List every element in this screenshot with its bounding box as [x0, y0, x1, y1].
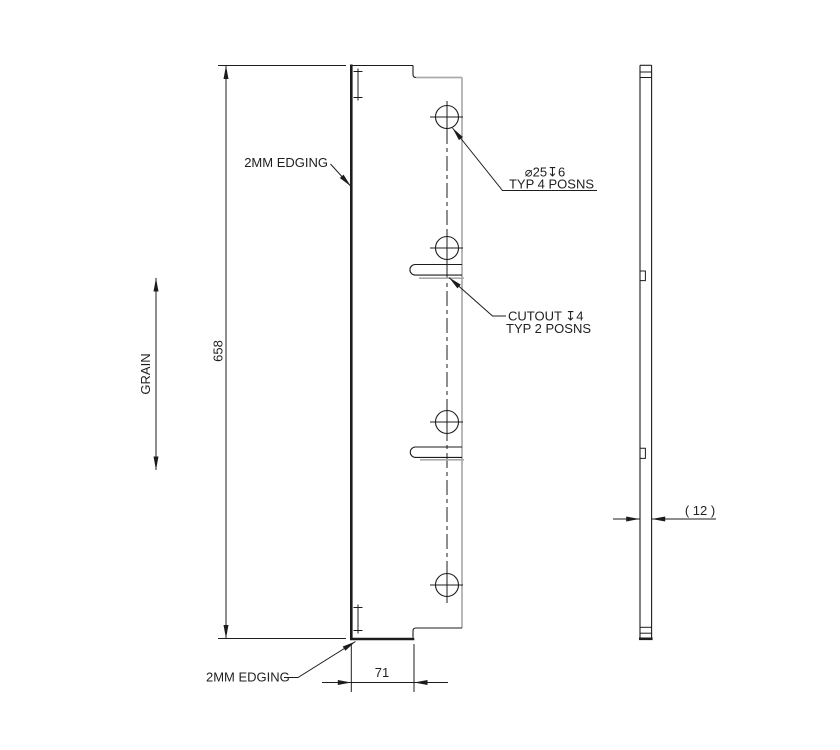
cutout-slots [409, 263, 464, 461]
top-notch-step [412, 65, 417, 79]
leader-line [452, 127, 597, 191]
leader-line [330, 163, 352, 187]
callout-edging-top: 2MM EDGING [244, 155, 352, 187]
cutout-slot [409, 446, 464, 461]
bottom-notch-step [412, 627, 417, 638]
hole [430, 406, 463, 438]
cutout-slot [409, 263, 464, 280]
hole-callout-line1: ⌀25↧6 [525, 165, 565, 180]
edging-bottom-label: 2MM EDGING [206, 670, 290, 685]
front-view [349, 64, 464, 641]
dimension-height: 658 [211, 65, 346, 639]
dimension-width: 71 [322, 644, 448, 692]
position-marker-bottom [353, 604, 363, 634]
thickness-dimension-value: ( 12 ) [685, 503, 715, 518]
holes [430, 101, 463, 601]
callout-holes: ⌀25↧6 TYP 4 POSNS [452, 127, 597, 192]
grain-indicator: GRAIN [138, 278, 159, 470]
leader-line [284, 641, 356, 678]
leader-line [448, 277, 506, 317]
side-view [639, 64, 653, 641]
cutout-callout-line1: CUTOUT ↧4 [508, 309, 583, 324]
cutout-callout-line2: TYP 2 POSNS [506, 321, 591, 336]
side-cutout-notch [640, 447, 646, 459]
grain-label: GRAIN [138, 353, 153, 394]
hole [430, 232, 463, 264]
hole [430, 569, 463, 601]
height-dimension-value: 658 [211, 340, 226, 362]
side-cutout-notch [640, 270, 646, 282]
width-dimension-value: 71 [375, 665, 389, 680]
callout-cutouts: CUTOUT ↧4 TYP 2 POSNS [448, 277, 591, 336]
dimension-thickness: ( 12 ) [613, 503, 716, 522]
position-marker-top [353, 68, 363, 101]
hole [430, 101, 463, 133]
panel-outline [349, 64, 463, 641]
callout-edging-bottom: 2MM EDGING [206, 641, 356, 685]
edging-top-label: 2MM EDGING [244, 155, 328, 170]
hole-callout-line2: TYP 4 POSNS [509, 177, 594, 192]
